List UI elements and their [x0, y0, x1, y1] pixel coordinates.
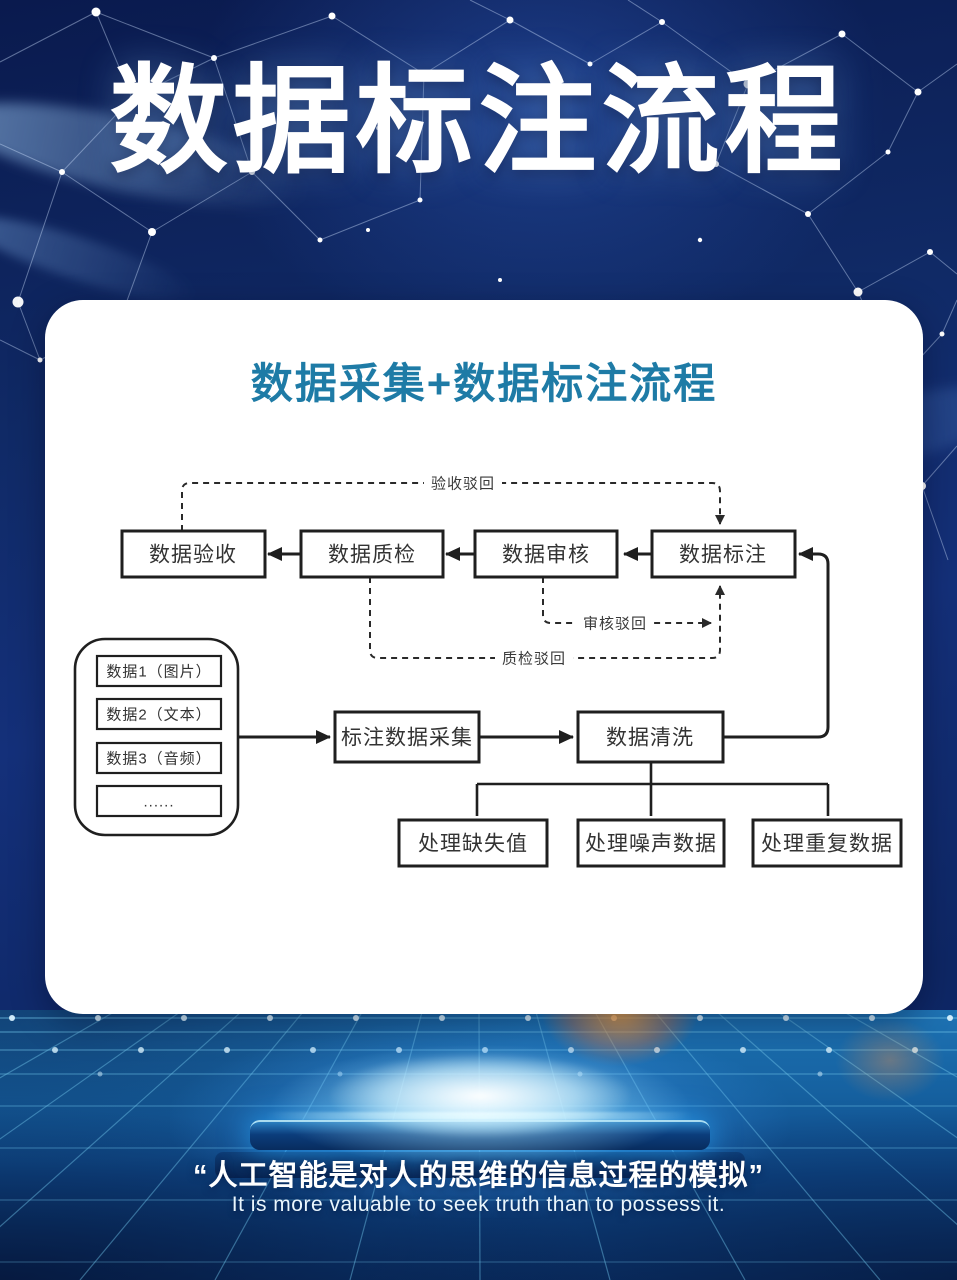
clean-steps-connector [475, 762, 830, 816]
box-duplicate-data [751, 818, 903, 868]
qc-reject-path [369, 577, 725, 659]
box-source-text [95, 697, 223, 731]
box-data-annotation [650, 529, 797, 579]
label-underlay [495, 649, 573, 668]
box-collect-label: 标注数据采集 [341, 726, 473, 749]
box-missing-values-label: 处理缺失值 [418, 832, 528, 855]
main-title: 数据标注流程 [109, 56, 848, 188]
platform-core-glow [330, 1054, 630, 1138]
flowchart: 验收驳回 审核驳回 质检驳回 数据验收 数据质检 数据审核 数据标注 [73, 474, 903, 868]
box-clean-label: 数据清洗 [606, 726, 694, 749]
box-source-more [95, 784, 223, 818]
box-data-qc-label: 数据质检 [328, 543, 416, 566]
acceptance-reject-label: 验收驳回 [431, 475, 495, 492]
arrow-clean-to-annotation [723, 547, 830, 739]
box-duplicate-data-label: 处理重复数据 [761, 832, 893, 855]
box-data-annotation-label: 数据标注 [679, 543, 767, 566]
source-text-label: 数据2（文本） [106, 706, 211, 723]
label-underlay [424, 474, 502, 493]
review-reject-label: 审核驳回 [583, 615, 647, 632]
source-audio-label: 数据3（音频） [106, 750, 211, 767]
flow-card: 数据采集+数据标注流程 验收驳回 审核驳回 质检驳回 [45, 300, 923, 1014]
box-data-review-label: 数据审核 [502, 543, 590, 566]
quote-chinese: “人工智能是对人的思维的信息过程的模拟” [192, 1160, 764, 1192]
card-title: 数据采集+数据标注流程 [250, 360, 718, 407]
box-noisy-data [576, 818, 726, 868]
box-clean [576, 710, 725, 764]
box-noisy-data-label: 处理噪声数据 [585, 832, 717, 855]
box-missing-values [397, 818, 549, 868]
source-more-label: ...... [143, 793, 174, 810]
orange-glow [835, 1018, 945, 1102]
box-data-acceptance-label: 数据验收 [149, 543, 237, 566]
label-underlay [576, 614, 654, 633]
box-data-acceptance [120, 529, 267, 579]
box-source-image [95, 654, 223, 688]
qc-reject-label: 质检驳回 [502, 650, 566, 667]
review-reject-path [542, 577, 712, 628]
source-image-label: 数据1（图片） [106, 663, 211, 680]
box-collect [333, 710, 481, 764]
box-data-qc [299, 529, 445, 579]
quote-english: It is more valuable to seek truth than t… [231, 1193, 726, 1216]
box-data-review [473, 529, 619, 579]
box-source-audio [95, 741, 223, 775]
